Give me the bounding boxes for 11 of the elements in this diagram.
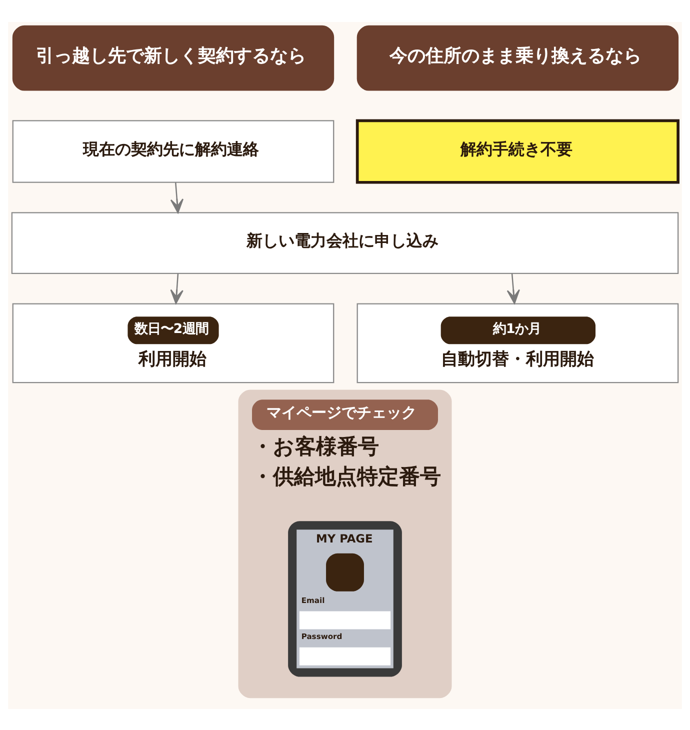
node-box: 新しい電力会社に申し込み bbox=[11, 212, 679, 274]
arrow bbox=[170, 182, 184, 213]
arrow bbox=[506, 272, 520, 304]
node-box: 現在の契約先に解約連絡 bbox=[12, 120, 334, 182]
node-box: 今の住所のまま乗り換えるなら bbox=[356, 24, 679, 90]
node-box: MY PAGE Email Password bbox=[288, 520, 402, 676]
node-box: 約1か月 自動切替・利用開始 bbox=[356, 302, 679, 383]
node-box: 解約手続き不要 bbox=[356, 118, 680, 184]
node-box: 引っ越し先で新しく契約するなら bbox=[12, 24, 334, 90]
arrow bbox=[170, 272, 184, 304]
node-box: 数日〜2週間 利用開始 bbox=[12, 302, 334, 383]
